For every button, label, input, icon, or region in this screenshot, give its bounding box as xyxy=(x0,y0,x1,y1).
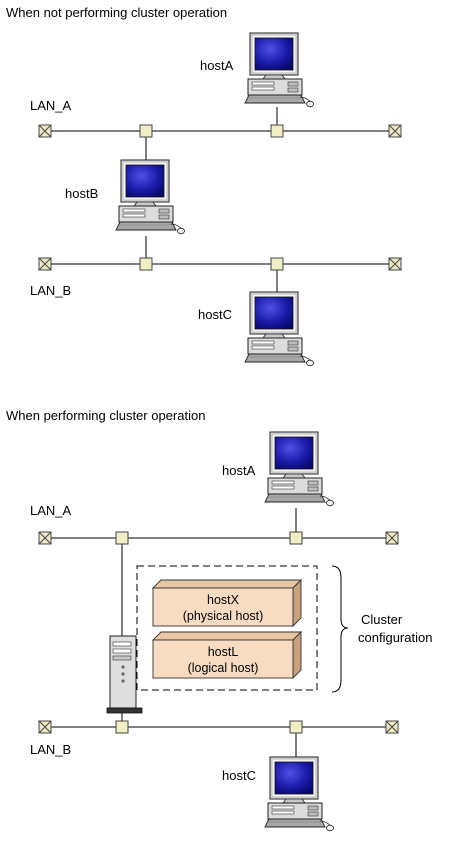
network-terminator-icon xyxy=(388,124,402,138)
cluster-label-line2: configuration xyxy=(358,630,432,645)
network-terminator-icon xyxy=(38,257,52,271)
top-lan-a xyxy=(45,107,395,160)
network-terminator-icon xyxy=(385,531,399,545)
cluster-label-line1: Cluster xyxy=(361,612,403,627)
cluster-boundary xyxy=(136,565,318,691)
host-x-desc: (physical host) xyxy=(183,609,264,623)
top-host-b-label: hostB xyxy=(65,186,98,201)
bottom-lan-b-label: LAN_B xyxy=(30,742,71,757)
host-l-desc: (logical host) xyxy=(188,661,259,675)
host-l-box: hostL (logical host) xyxy=(151,630,303,680)
top-host-a-label: hostA xyxy=(200,58,234,73)
network-node-icon xyxy=(289,720,303,734)
network-node-icon xyxy=(270,257,284,271)
bottom-host-c-label: hostC xyxy=(222,768,256,783)
desktop-computer-icon xyxy=(244,291,314,367)
top-host-c-label: hostC xyxy=(198,307,232,322)
network-terminator-icon xyxy=(388,257,402,271)
host-x-box: hostX (physical host) xyxy=(151,578,303,628)
desktop-computer-icon xyxy=(264,431,334,507)
network-node-icon xyxy=(139,257,153,271)
top-lan-a-label: LAN_A xyxy=(30,98,72,113)
network-terminator-icon xyxy=(385,720,399,734)
network-terminator-icon xyxy=(38,720,52,734)
host-l-name: hostL xyxy=(208,645,239,659)
network-node-icon xyxy=(115,531,129,545)
desktop-computer-icon xyxy=(244,32,314,108)
desktop-computer-icon xyxy=(264,756,334,832)
network-node-icon xyxy=(289,531,303,545)
bottom-host-a-label: hostA xyxy=(222,463,256,478)
network-terminator-icon xyxy=(38,531,52,545)
top-lan-b-label: LAN_B xyxy=(30,283,71,298)
bottom-lan-b xyxy=(45,712,392,757)
top-lan-b xyxy=(45,236,395,292)
network-node-icon xyxy=(270,124,284,138)
top-title: When not performing cluster operation xyxy=(6,5,227,20)
host-x-name: hostX xyxy=(207,593,240,607)
desktop-computer-icon xyxy=(115,159,185,235)
network-node-icon xyxy=(139,124,153,138)
bottom-title: When performing cluster operation xyxy=(6,408,205,423)
cluster-brace xyxy=(331,565,349,693)
bottom-lan-a-label: LAN_A xyxy=(30,503,72,518)
network-terminator-icon xyxy=(38,124,52,138)
network-node-icon xyxy=(115,720,129,734)
